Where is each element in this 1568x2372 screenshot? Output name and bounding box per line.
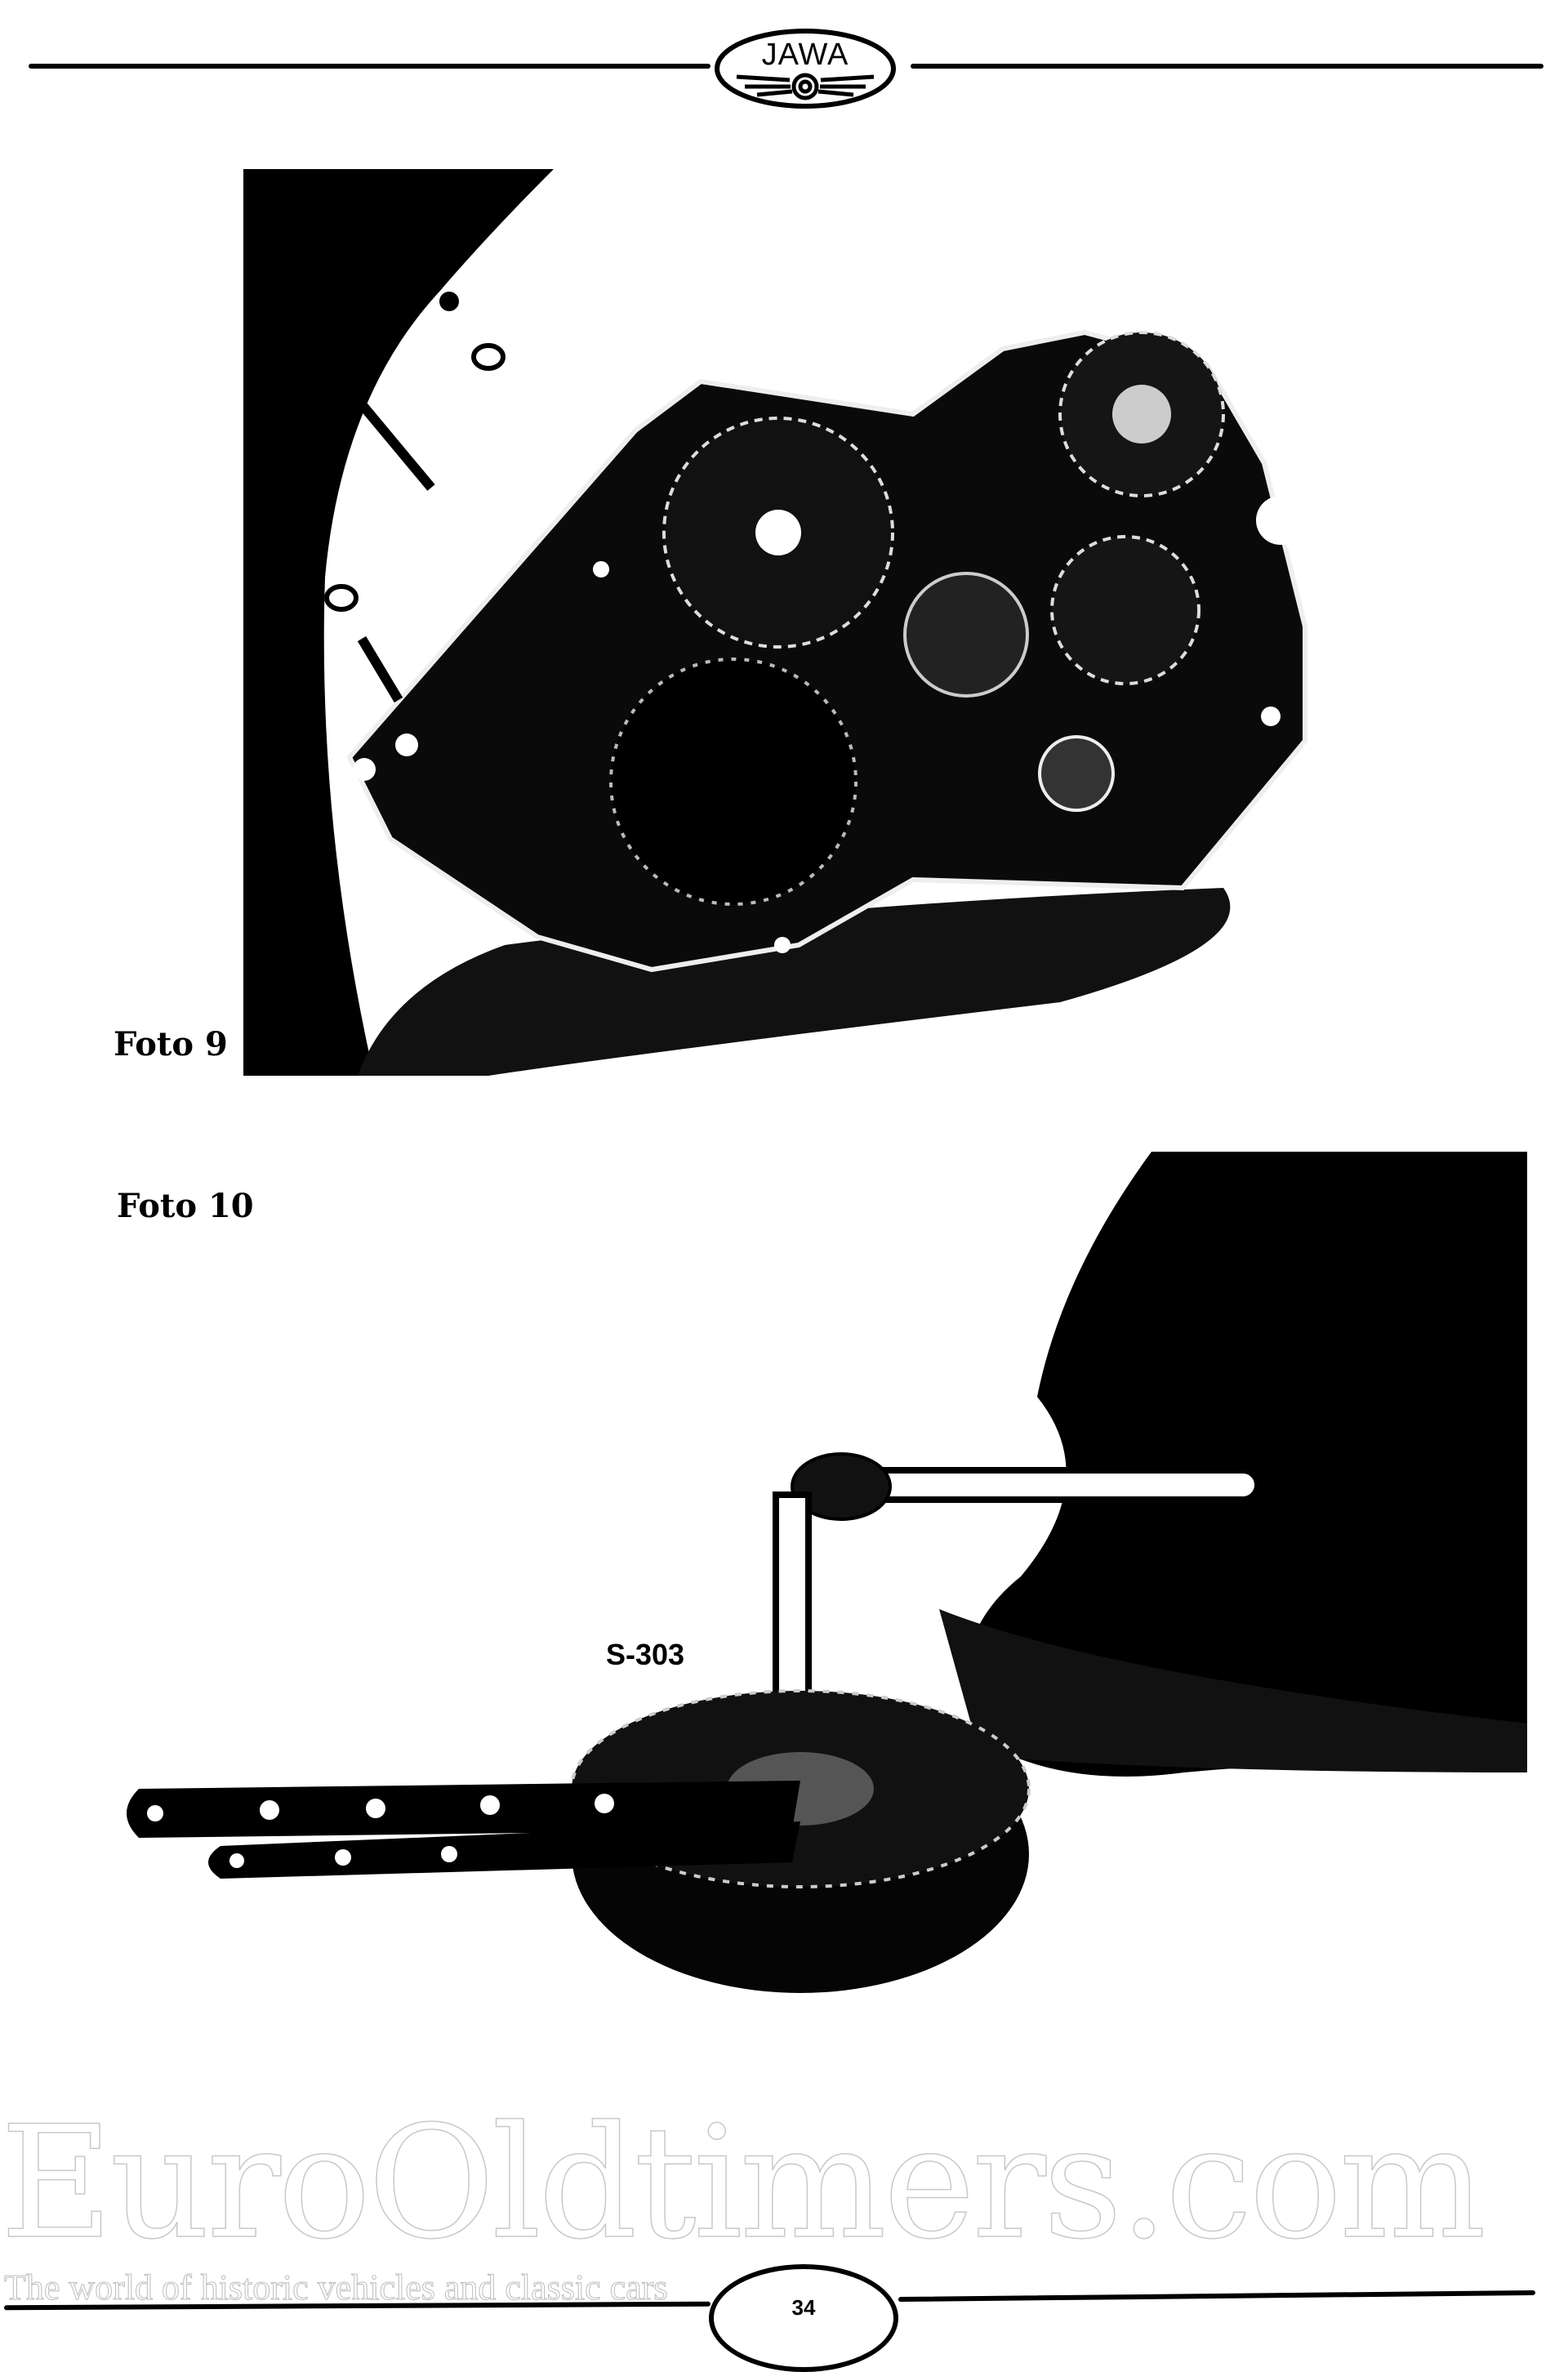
jawa-logo: JAWA [712,26,898,111]
page-number: 34 [791,2295,816,2320]
watermark-title: EuroOldtimers.com [0,2093,1487,2273]
logo-text: JAWA [761,38,849,72]
header-rule-left [29,64,710,69]
clutch-removal-photo [122,1152,1527,2075]
figure-caption-foto-9: Foto 9 [114,1025,228,1063]
header-rule-right [911,64,1544,69]
tool-label-s-303: S-303 [606,1638,685,1671]
engine-crankcase-photo [243,169,1444,1076]
page-number-oval: 34 [709,2264,898,2372]
figure-caption-foto-10: Foto 10 [117,1187,254,1225]
footer-rule-right [898,2290,1536,2303]
watermark-subtitle: The world of historic vehicles and class… [4,2267,669,2307]
